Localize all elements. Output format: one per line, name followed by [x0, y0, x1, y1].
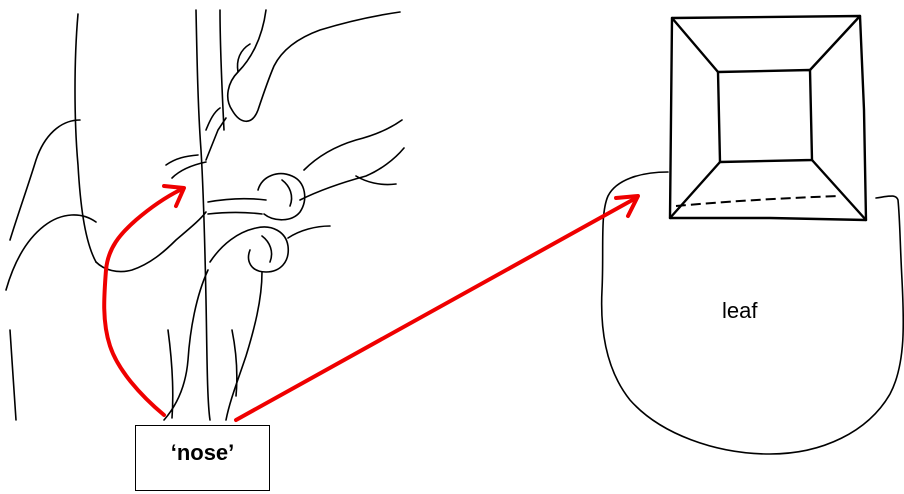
- pyramid-on-leaf-illustration: [602, 16, 904, 454]
- nose-label-box: ‘nose’: [135, 425, 270, 491]
- arrow-to-pyramid: [236, 196, 638, 420]
- nose-label: ‘nose’: [136, 440, 269, 466]
- leaf-label: leaf: [722, 298, 757, 324]
